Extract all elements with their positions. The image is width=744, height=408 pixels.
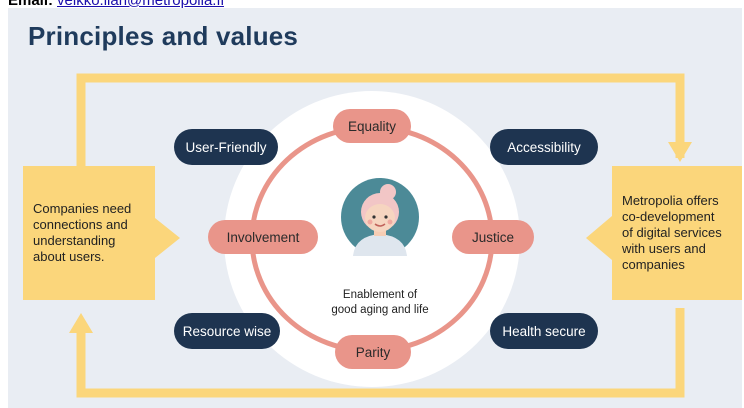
principle-user-friendly: User-Friendly (174, 129, 278, 165)
right-box-line: with users and (622, 241, 706, 256)
value-justice: Justice (452, 220, 534, 254)
diagram-panel: Principles and values Companies need con… (8, 8, 742, 408)
right-box-line: companies (622, 257, 685, 272)
principle-resource-wise: Resource wise (174, 313, 280, 349)
email-link[interactable]: veikko.ilari@metropolia.fi (57, 0, 224, 9)
right-box-line: of digital services (622, 225, 722, 240)
principle-health-secure: Health secure (490, 313, 598, 349)
value-equality: Equality (333, 109, 411, 143)
email-label: Email: (8, 0, 54, 9)
right-box-line: co-development (622, 209, 715, 224)
flow-loop-bottom (76, 308, 685, 398)
flow-arrowhead-left (69, 313, 93, 333)
left-box-line: connections and (33, 217, 128, 232)
page-title: Principles and values (28, 21, 299, 51)
value-involvement: Involvement (208, 220, 318, 254)
flow-arrowhead-right (668, 142, 692, 162)
metropolia-offers-box: Metropolia offers co-development of digi… (612, 166, 742, 300)
center-caption-line: good aging and life (331, 304, 429, 316)
left-box-line: about users. (33, 249, 105, 264)
left-box-line: understanding (33, 233, 116, 248)
principle-accessibility: Accessibility (490, 129, 598, 165)
right-box-line: Metropolia offers (622, 193, 719, 208)
right-box-pointer (586, 216, 612, 260)
companies-need-box: Companies need connections and understan… (23, 166, 155, 300)
center-caption-line: Enablement of (342, 289, 418, 301)
center-caption: Enablement of good aging and life (330, 288, 430, 318)
left-box-pointer (155, 218, 180, 258)
flow-loop-top (76, 73, 685, 166)
value-parity: Parity (335, 335, 411, 369)
email-line: Email:veikko.ilari@metropolia.fi (8, 0, 224, 9)
elderly-person-icon (341, 178, 419, 256)
left-box-line: Companies need (33, 201, 132, 216)
